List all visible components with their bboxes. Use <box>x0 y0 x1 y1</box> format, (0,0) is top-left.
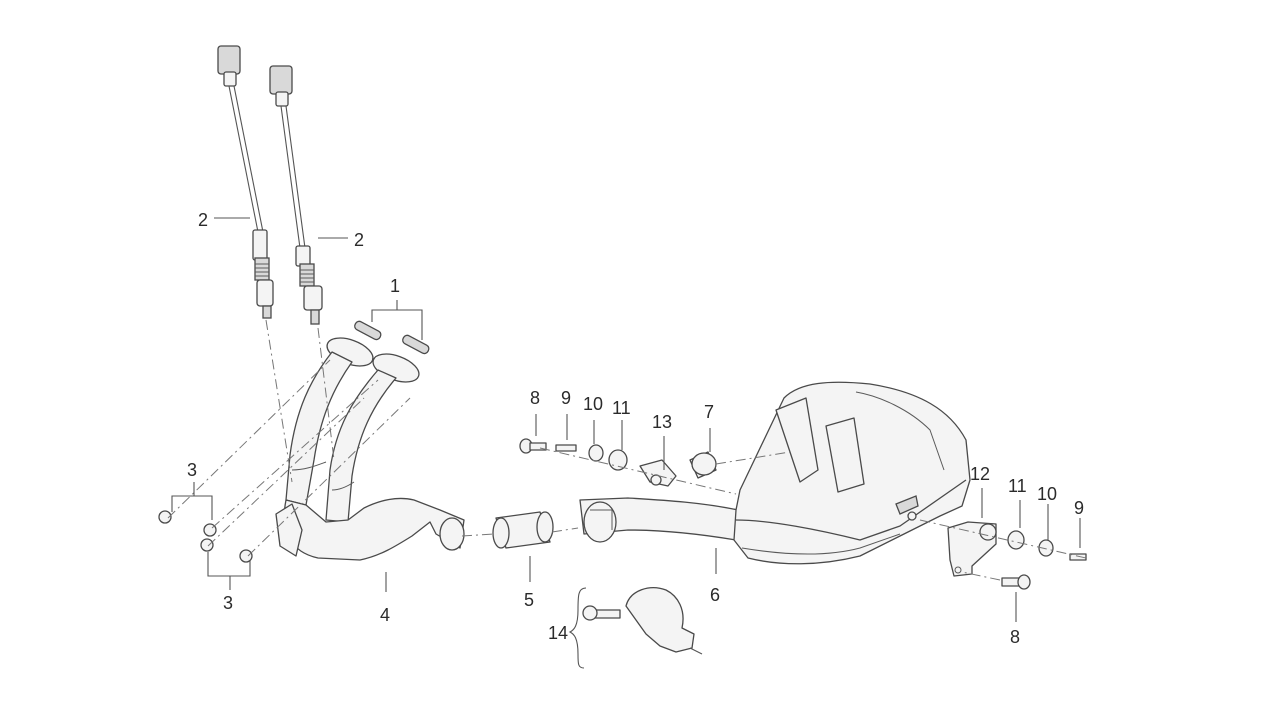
callout-11-left: 11 <box>612 398 631 418</box>
callout-labels: 1 2 2 3 3 4 5 6 7 8 9 10 11 13 12 11 10 … <box>187 210 1084 647</box>
mount-hardware-left <box>519 438 677 487</box>
connector-sleeve <box>492 511 554 549</box>
callout-9-right: 9 <box>1074 498 1084 518</box>
mount-hardware-right <box>1001 530 1087 590</box>
callout-9-left: 9 <box>561 388 571 408</box>
callout-2-right: 2 <box>354 230 364 250</box>
exhaust-header-pipe <box>275 337 465 561</box>
callout-10-left: 10 <box>583 394 603 414</box>
callout-3-upper: 3 <box>187 460 197 480</box>
callout-10-right: 10 <box>1037 484 1057 504</box>
exhaust-gaskets <box>354 320 430 355</box>
rubber-bushing <box>689 451 717 479</box>
callout-8-left: 8 <box>530 388 540 408</box>
callout-13: 13 <box>652 412 672 432</box>
callout-12: 12 <box>970 464 990 484</box>
callout-7: 7 <box>704 402 714 422</box>
callout-11-right: 11 <box>1008 476 1027 496</box>
muffler <box>733 381 971 565</box>
oxygen-sensor-left <box>217 45 274 319</box>
callout-6: 6 <box>710 585 720 605</box>
leader-lines <box>171 217 1081 669</box>
flange-nuts <box>158 510 253 563</box>
link-pipe <box>579 497 739 543</box>
mount-bracket <box>947 521 997 577</box>
callout-1: 1 <box>390 276 400 296</box>
exhaust-clamp <box>582 587 703 655</box>
oxygen-sensor-right <box>269 65 323 325</box>
callout-4: 4 <box>380 605 390 625</box>
callout-2-left: 2 <box>198 210 208 230</box>
assembly-lines <box>167 319 1087 581</box>
callout-5: 5 <box>524 590 534 610</box>
callout-14: 14 <box>548 623 568 643</box>
callout-8-right: 8 <box>1010 627 1020 647</box>
callout-3-lower: 3 <box>223 593 233 613</box>
